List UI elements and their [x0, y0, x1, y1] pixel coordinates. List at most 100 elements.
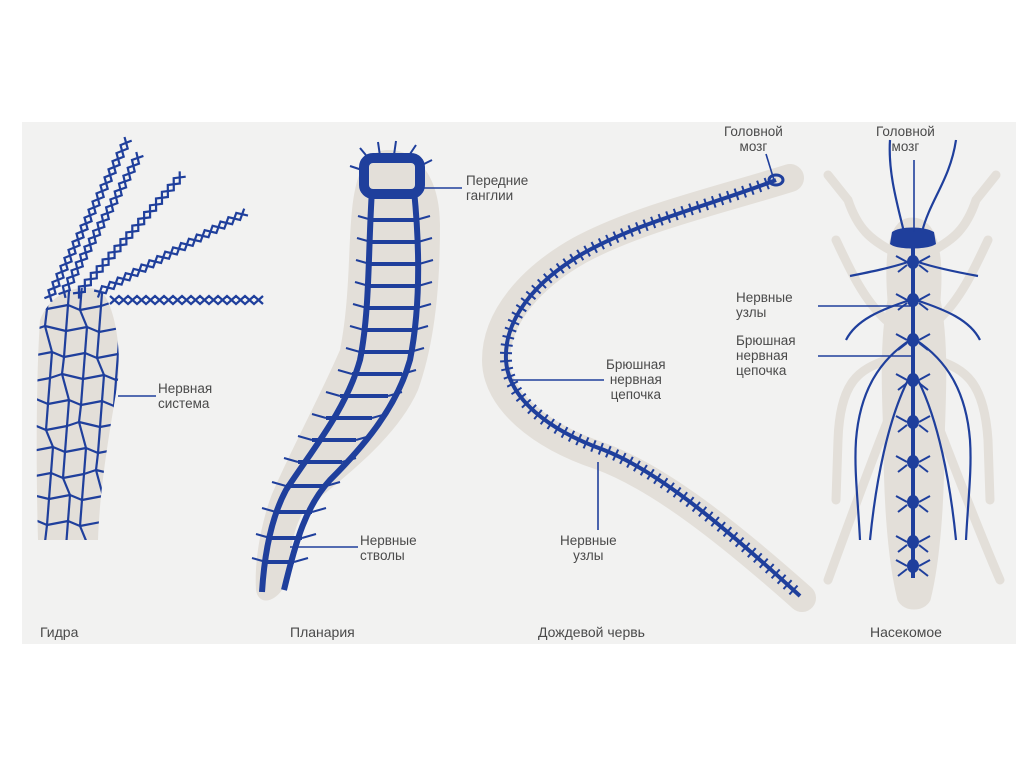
planaria-lateral-nerve: [325, 481, 341, 487]
planaria-lateral-nerve: [345, 347, 361, 353]
insect-ganglion-branch: [897, 464, 908, 473]
earthworm-segment-nerve: [515, 304, 527, 313]
earthworm-segment-nerve: [553, 422, 562, 435]
insect-ganglion: [907, 293, 919, 307]
hydra-net-strand: [49, 372, 63, 380]
insect-ganglion-branch: [918, 424, 929, 433]
earthworm-body: [481, 164, 816, 612]
hydra-net-strand: [31, 330, 33, 356]
hydra-net-strand: [96, 352, 119, 360]
hydra-net-strand: [120, 544, 132, 549]
earthworm-segment-nerve: [748, 183, 755, 196]
planaria-lateral-nerve: [413, 325, 429, 331]
earthworm-segment-nerve: [718, 193, 725, 206]
earthworm-figure: [481, 164, 816, 612]
earthworm-segment-nerve: [756, 180, 763, 193]
hydra-net-strand: [114, 495, 119, 503]
hydra-net-strand: [62, 330, 68, 358]
hydra-net-strand: [99, 544, 120, 548]
earthworm-segment-nerve: [672, 486, 682, 498]
earthworm-segment-nerve: [510, 386, 523, 396]
planaria-lateral-nerve: [416, 303, 432, 309]
label-line: Нервная: [158, 381, 213, 396]
insect-ganglion-branch: [918, 415, 931, 423]
planaria-lateral-nerve: [387, 391, 403, 397]
hydra-net-strand: [78, 287, 84, 311]
insect-ganglion-branch: [895, 255, 908, 263]
earthworm-segment-nerve: [680, 205, 687, 218]
earthworm-segment-nerve: [567, 430, 576, 442]
hydra-net-strand: [48, 493, 71, 501]
caption-insect: Насекомое: [870, 624, 942, 640]
hydra-net-strand: [43, 325, 54, 353]
insect-ganglion-branch: [918, 455, 931, 463]
earthworm-segment-nerve: [560, 426, 569, 439]
hydra-net-strand: [101, 399, 115, 408]
insect-ganglion: [907, 333, 919, 347]
label-line: узлы: [736, 305, 767, 320]
earthworm-segment-nerve: [741, 185, 747, 198]
earthworm-segment-nerve: [511, 311, 523, 319]
insect-ganglion-branch: [918, 302, 929, 311]
label-line: Брюшная: [606, 357, 666, 372]
earthworm-segment-nerve: [698, 506, 708, 518]
earthworm-segment-nerve: [590, 440, 597, 452]
insect-ganglion-branch: [895, 495, 908, 503]
earthworm-segment-nerve: [504, 326, 517, 333]
insect-ganglion-branch: [897, 342, 908, 351]
hydra-net-strand: [99, 495, 105, 523]
hydra-net-strand: [36, 381, 38, 400]
planaria-lateral-nerve: [357, 215, 373, 221]
planaria-lateral-nerve: [261, 507, 277, 513]
label-line: Головной: [876, 124, 935, 139]
label-line: система: [158, 396, 210, 411]
insect-ganglion-branch: [918, 495, 931, 503]
insect-ganglion-branch: [918, 333, 931, 341]
leader-worm-brain: [765, 153, 775, 181]
earthworm-segment-nerve: [650, 216, 657, 229]
earthworm-segment-nerve: [549, 267, 559, 279]
earthworm-segment-nerve: [620, 228, 627, 240]
earthworm-segment-nerve: [499, 351, 513, 355]
hydra-net-strand: [49, 446, 55, 474]
planaria-lateral-nerve: [311, 413, 327, 419]
insect-nerves: [845, 139, 981, 578]
earthworm-segment-nerve: [788, 584, 799, 596]
label-line: цепочка: [736, 363, 787, 378]
insect-ganglion-branch: [918, 544, 929, 553]
hydra-net-strand: [117, 348, 119, 356]
earthworm-segment-nerve: [569, 253, 578, 265]
insect-ganglion-branch: [897, 264, 908, 273]
hydra-net-strand: [78, 525, 89, 540]
insect-ganglion-branch: [918, 342, 929, 351]
earthworm-segment-nerve: [543, 273, 553, 284]
hydra-net-strand: [28, 477, 30, 494]
insect-ganglion-branch: [895, 559, 908, 567]
hydra-net-strand: [61, 372, 84, 381]
hydra-net-strand: [46, 303, 69, 311]
label-line: нервная: [609, 372, 662, 387]
planaria-left-trunk: [259, 189, 375, 593]
hydra-net-strand: [79, 520, 102, 528]
hydra-net-strand: [63, 351, 86, 359]
earthworm-segment-nerve: [642, 219, 649, 232]
hydra-net-strand: [44, 403, 50, 431]
caption-hydra: Гидра: [40, 624, 79, 640]
hydra-tentacle-strand: [109, 294, 264, 306]
label-line: Передние: [466, 173, 529, 188]
insect-peripheral-nerve: [888, 139, 906, 233]
hydra-net-strand: [112, 405, 119, 424]
hydra-net-strand: [32, 425, 34, 451]
earthworm-segment-nerve: [627, 225, 634, 237]
hydra-net-strand: [79, 378, 85, 406]
hydra-net-strand: [28, 494, 35, 520]
hydra-net-strand: [96, 426, 102, 454]
planaria-lateral-nerve: [283, 457, 299, 463]
hydra-figure: [28, 136, 264, 549]
hydra-tentacle-strand: [96, 208, 246, 298]
earthworm-segment-nerve: [734, 536, 745, 548]
planaria-lateral-nerve: [349, 325, 365, 331]
earthworm-segment-nerve: [597, 442, 604, 455]
hydra-net-strand: [64, 304, 70, 332]
hydra-net-strand: [29, 356, 31, 382]
